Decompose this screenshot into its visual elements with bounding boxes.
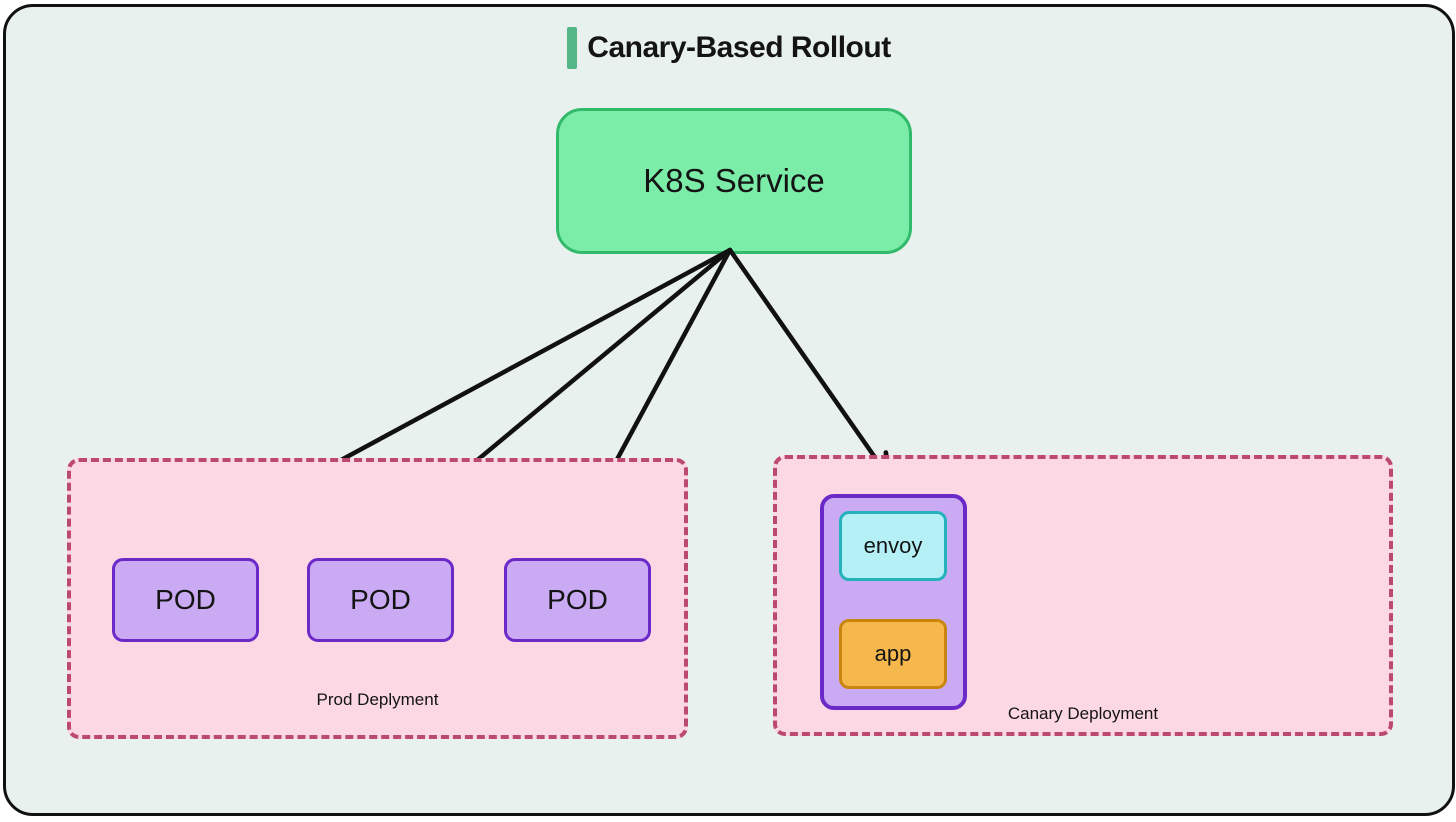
- prod-pod-2: POD: [307, 558, 454, 642]
- prod-deployment-group: POD POD POD Prod Deplyment: [67, 458, 688, 739]
- prod-pod-2-label: POD: [350, 584, 411, 615]
- diagram-title: Canary-Based Rollout: [587, 31, 891, 64]
- diagram-title-row: Canary-Based Rollout: [6, 27, 1452, 69]
- prod-pod-1-label: POD: [155, 584, 216, 615]
- k8s-service-label: K8S Service: [643, 162, 825, 199]
- title-accent-bar: [567, 27, 578, 69]
- canary-pod: envoy app: [820, 494, 967, 710]
- arrow-service-to-canary-pod: [727, 247, 892, 480]
- envoy-label: envoy: [863, 533, 923, 558]
- prod-deployment-label: Prod Deplyment: [316, 690, 439, 709]
- app-container: app: [839, 619, 947, 689]
- prod-pod-3-label: POD: [547, 584, 608, 615]
- k8s-service-node: K8S Service: [556, 108, 912, 254]
- app-label: app: [874, 641, 912, 666]
- canary-deployment-label: Canary Deployment: [1007, 704, 1159, 723]
- prod-pod-1: POD: [112, 558, 259, 642]
- diagram-canvas: Canary-Based Rollout K8S Service POD POD…: [3, 4, 1455, 816]
- prod-pod-3: POD: [504, 558, 651, 642]
- canary-deployment-group: envoy app Canary Deployment: [773, 455, 1393, 736]
- envoy-sidecar-container: envoy: [839, 511, 947, 581]
